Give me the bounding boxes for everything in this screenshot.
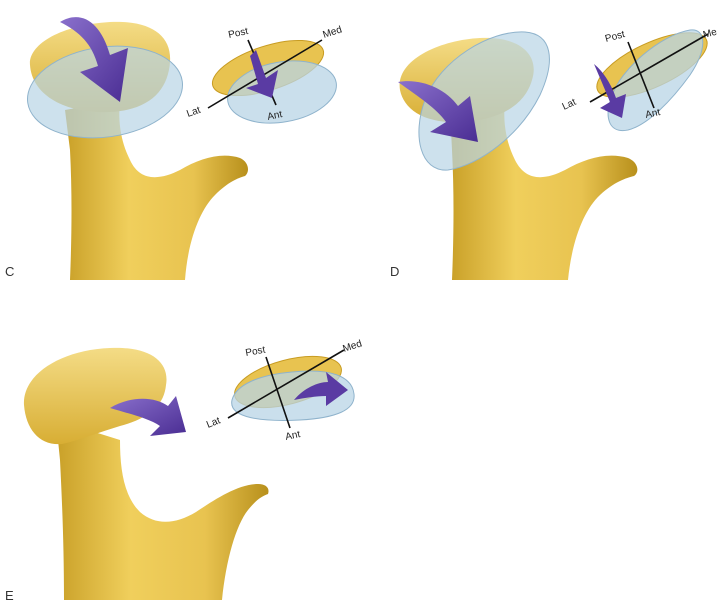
facet-diagram: Post Me Lat Ant <box>561 20 719 131</box>
bone-shaft <box>56 420 269 600</box>
panel-label-e: E <box>5 588 14 603</box>
label-ant: Ant <box>644 107 661 121</box>
label-post: Post <box>227 26 249 41</box>
label-lat: Lat <box>185 105 202 120</box>
panel-label-c: C <box>5 264 14 279</box>
label-post: Post <box>245 345 267 359</box>
label-med: Med <box>322 24 344 40</box>
label-ant: Ant <box>284 429 301 443</box>
panel-e: Post Med Lat Ant E <box>5 338 363 603</box>
label-lat: Lat <box>561 97 578 113</box>
label-med: Med <box>342 338 364 354</box>
label-post: Post <box>604 29 626 45</box>
facet-diagram: Post Med Lat Ant <box>205 338 363 443</box>
label-med: Me <box>702 27 719 41</box>
bone-head <box>24 348 167 444</box>
facet-diagram: Post Med Lat Ant <box>185 24 343 131</box>
panel-d: Post Me Lat Ant D <box>390 20 719 280</box>
panel-c: Post Med Lat Ant C <box>5 17 343 280</box>
label-lat: Lat <box>205 415 222 430</box>
panel-label-d: D <box>390 264 399 279</box>
